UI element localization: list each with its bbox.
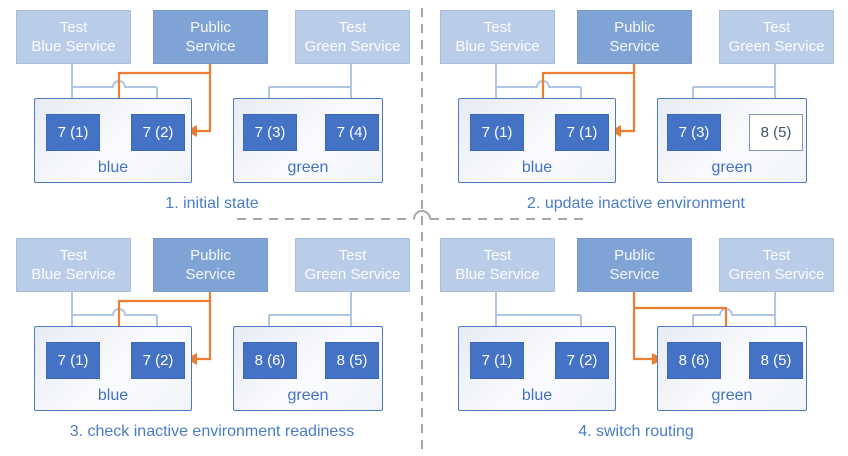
public-line-main bbox=[197, 290, 212, 361]
public-service-box: Public Service bbox=[577, 10, 692, 64]
blue-environment-label: blue bbox=[521, 387, 553, 404]
version-node: 7 (3) bbox=[667, 114, 721, 151]
panel-caption: 3. check inactive environment readiness bbox=[69, 423, 355, 440]
test-blue-branch-with-hop bbox=[72, 308, 157, 316]
version-node-slot: 7 (3) bbox=[667, 114, 721, 151]
panel-update-inactive-environment: Test Blue Service Public Service Test Gr… bbox=[424, 0, 848, 228]
test-blue-branch-with-hop bbox=[72, 80, 157, 88]
panel-switch-routing: Test Blue Service Public Service Test Gr… bbox=[424, 228, 848, 456]
public-service-label: Public Service bbox=[185, 18, 236, 56]
test-blue-branch-with-hop bbox=[496, 80, 581, 88]
test-green-branch-with-hop bbox=[693, 308, 775, 316]
version-node-slot: 8 (5) bbox=[749, 114, 803, 151]
test-blue-service-label: Test Blue Service bbox=[31, 18, 116, 56]
public-line-main bbox=[197, 62, 212, 133]
version-node-slot: 8 (6) bbox=[667, 342, 721, 379]
public-line-main bbox=[621, 62, 636, 133]
blue-environment-box: 7 (1) 7 (1) blue bbox=[458, 98, 616, 183]
test-blue-service-label: Test Blue Service bbox=[455, 18, 540, 56]
blue-environment-label: blue bbox=[521, 159, 553, 176]
green-environment-box: 7 (3) 7 (4) green bbox=[233, 98, 383, 183]
version-node: 8 (6) bbox=[667, 342, 721, 379]
test-green-service-label: Test Green Service bbox=[304, 18, 401, 56]
public-service-label: Public Service bbox=[609, 18, 660, 56]
version-node: 7 (1) bbox=[46, 342, 100, 379]
test-blue-service-box: Test Blue Service bbox=[440, 10, 555, 64]
version-node: 7 (1) bbox=[470, 114, 524, 151]
version-node: 7 (4) bbox=[325, 114, 379, 151]
test-green-service-label: Test Green Service bbox=[728, 246, 825, 284]
test-routing-lines bbox=[71, 62, 352, 102]
test-blue-service-box: Test Blue Service bbox=[16, 238, 131, 292]
green-environment-label: green bbox=[711, 387, 753, 404]
blue-environment-label: blue bbox=[97, 159, 129, 176]
version-node: 7 (2) bbox=[131, 342, 185, 379]
test-green-service-box: Test Green Service bbox=[295, 238, 410, 292]
test-green-service-box: Test Green Service bbox=[719, 238, 834, 292]
test-blue-service-label: Test Blue Service bbox=[31, 246, 116, 284]
green-environment-box: 7 (3) 8 (5) green bbox=[657, 98, 807, 183]
panel-check-inactive-environment-readiness: Test Blue Service Public Service Test Gr… bbox=[0, 228, 424, 456]
version-node: 7 (1) bbox=[46, 114, 100, 151]
test-blue-service-box: Test Blue Service bbox=[16, 10, 131, 64]
version-node-slot: 7 (1) bbox=[555, 114, 609, 151]
version-node-slot: 8 (5) bbox=[749, 342, 803, 379]
version-node-slot: 8 (5) bbox=[325, 342, 379, 379]
public-service-box: Public Service bbox=[153, 10, 268, 64]
test-routing-lines bbox=[71, 290, 352, 330]
test-green-service-label: Test Green Service bbox=[728, 18, 825, 56]
green-environment-box: 8 (6) 8 (5) green bbox=[233, 326, 383, 411]
green-environment-label: green bbox=[287, 387, 329, 404]
blue-environment-box: 7 (1) 7 (2) blue bbox=[458, 326, 616, 411]
panel-initial-state: Test Blue Service Public Service Test Gr… bbox=[0, 0, 424, 228]
version-node-slot: 8 (6) bbox=[243, 342, 297, 379]
test-green-service-label: Test Green Service bbox=[304, 246, 401, 284]
test-routing-lines bbox=[495, 62, 776, 102]
blue-environment-label: blue bbox=[97, 387, 129, 404]
public-line-main bbox=[632, 290, 652, 361]
version-node-slot: 7 (3) bbox=[243, 114, 297, 151]
version-node-slot: 7 (1) bbox=[470, 114, 524, 151]
public-service-box: Public Service bbox=[577, 238, 692, 292]
test-blue-service-box: Test Blue Service bbox=[440, 238, 555, 292]
blue-environment-box: 7 (1) 7 (2) blue bbox=[34, 98, 192, 183]
version-node: 8 (5) bbox=[325, 342, 379, 379]
version-node: 8 (6) bbox=[243, 342, 297, 379]
version-node: 7 (2) bbox=[131, 114, 185, 151]
public-service-box: Public Service bbox=[153, 238, 268, 292]
green-environment-label: green bbox=[711, 159, 753, 176]
public-service-label: Public Service bbox=[185, 246, 236, 284]
test-green-service-box: Test Green Service bbox=[295, 10, 410, 64]
blue-environment-box: 7 (1) 7 (2) blue bbox=[34, 326, 192, 411]
green-environment-label: green bbox=[287, 159, 329, 176]
version-node-slot: 7 (2) bbox=[131, 342, 185, 379]
version-node-slot: 7 (1) bbox=[470, 342, 524, 379]
public-service-label: Public Service bbox=[609, 246, 660, 284]
version-node-slot: 7 (4) bbox=[325, 114, 379, 151]
panel-caption: 1. initial state bbox=[165, 195, 259, 212]
version-node: 7 (1) bbox=[555, 114, 609, 151]
version-node: 7 (3) bbox=[243, 114, 297, 151]
version-node-slot: 7 (2) bbox=[555, 342, 609, 379]
version-node: 7 (1) bbox=[470, 342, 524, 379]
panel-caption: 4. switch routing bbox=[578, 423, 694, 440]
test-routing-lines bbox=[495, 290, 776, 330]
version-node-slot: 7 (1) bbox=[46, 114, 100, 151]
version-node-slot: 7 (2) bbox=[131, 114, 185, 151]
test-blue-service-label: Test Blue Service bbox=[455, 246, 540, 284]
version-node: 8 (5) bbox=[749, 342, 803, 379]
test-green-service-box: Test Green Service bbox=[719, 10, 834, 64]
version-node-updating: 8 (5) bbox=[749, 114, 803, 151]
version-node: 7 (2) bbox=[555, 342, 609, 379]
panel-caption: 2. update inactive environment bbox=[527, 195, 745, 212]
version-node-slot: 7 (1) bbox=[46, 342, 100, 379]
green-environment-box: 8 (6) 8 (5) green bbox=[657, 326, 807, 411]
